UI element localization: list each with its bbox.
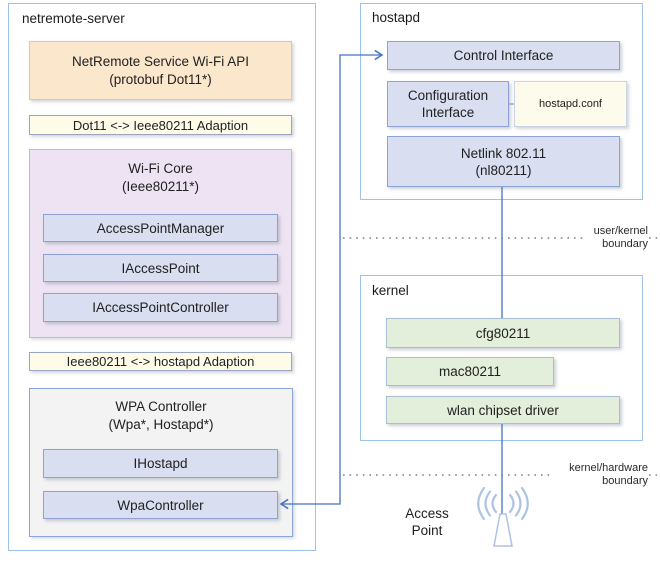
module-iaccesspoint: IAccessPoint [43, 254, 278, 282]
module-mac80211: mac80211 [386, 357, 554, 386]
access-point-antenna-icon [477, 486, 529, 547]
hostapd-title: hostapd [372, 10, 421, 25]
dot11-ieee80211-adaption-strip: Dot11 <-> Ieee80211 Adaption [29, 115, 292, 135]
wpa-title-line1: WPA Controller [115, 399, 207, 414]
ieee80211-hostapd-adaption-strip: Ieee80211 <-> hostapd Adaption [29, 352, 292, 371]
netlink-line1: Netlink 802.11 [460, 145, 547, 161]
kernel-hardware-boundary-line2: boundary [602, 474, 648, 487]
wpa-title-line2: (Wpa*, Hostapd*) [108, 417, 214, 432]
wifi-core-title-line2: (Ieee80211*) [121, 179, 200, 194]
module-wlan-chipset-driver: wlan chipset driver [386, 396, 620, 424]
access-point-label: Access Point [395, 505, 459, 539]
kernel-hardware-boundary-line1: kernel/hardware [569, 462, 648, 474]
netlink-line2: (nl80211) [475, 162, 532, 178]
netremote-server-title: netremote-server [22, 11, 125, 26]
netremote-api-box: NetRemote Service Wi-Fi API (protobuf Do… [29, 41, 292, 100]
access-point-label-line1: Access [405, 506, 449, 521]
module-netlink: Netlink 802.11 (nl80211) [387, 136, 620, 187]
netremote-api-line2: (protobuf Dot11*) [109, 71, 212, 87]
hostapd-conf-box: hostapd.conf [514, 81, 627, 127]
user-kernel-boundary-line1: user/kernel [593, 225, 648, 237]
configuration-interface-line1: Configuration [407, 88, 489, 103]
module-iaccesspointcontroller: IAccessPointController [43, 293, 278, 322]
access-point-label-line2: Point [411, 523, 443, 538]
configuration-interface-line2: Interface [421, 105, 475, 120]
module-ihostapd: IHostapd [43, 449, 278, 478]
user-kernel-boundary-line2: boundary [602, 237, 648, 250]
module-control-interface: Control Interface [387, 41, 620, 70]
kernel-title: kernel [372, 283, 409, 298]
module-cfg80211: cfg80211 [386, 318, 620, 348]
module-accesspointmanager: AccessPointManager [43, 214, 278, 242]
module-wpacontroller: WpaController [43, 491, 278, 519]
netremote-api-line1: NetRemote Service Wi-Fi API [71, 54, 250, 69]
module-configuration-interface: Configuration Interface [387, 81, 509, 127]
user-kernel-boundary-label: user/kernel boundary [528, 225, 648, 250]
wifi-core-title-line1: Wi-Fi Core [128, 161, 193, 176]
kernel-hardware-boundary-label: kernel/hardware boundary [528, 462, 648, 487]
